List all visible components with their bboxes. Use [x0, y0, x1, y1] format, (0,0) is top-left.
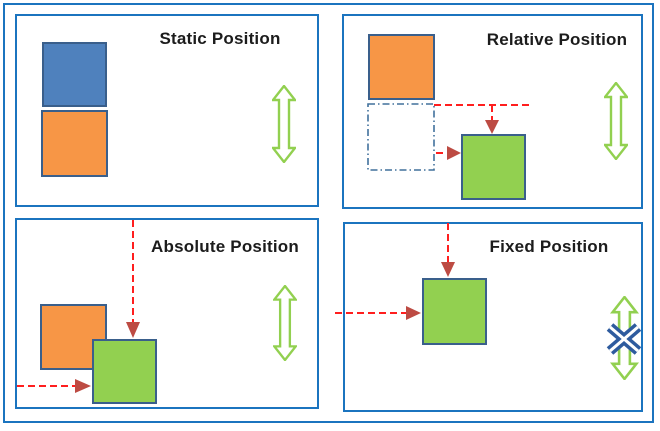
no-scroll-x-icon: [606, 323, 642, 355]
panel-absolute: [15, 218, 319, 409]
outer-frame: [3, 3, 654, 423]
relative-orange-square: [368, 34, 435, 100]
fixed-green-square: [422, 278, 487, 345]
absolute-green-square: [92, 339, 157, 404]
relative-green-square: [461, 134, 526, 200]
panel-title-absolute: Absolute Position: [151, 237, 299, 256]
static-scroll-arrow-icon: [272, 85, 296, 163]
panel-title-static: Static Position: [159, 29, 281, 48]
relative-ghost-square: [367, 103, 435, 171]
panel-fixed: [343, 222, 643, 412]
static-orange-square: [41, 110, 108, 177]
panel-title-fixed: Fixed Position: [489, 237, 609, 256]
relative-scroll-arrow-icon: [604, 82, 628, 160]
static-blue-square: [42, 42, 107, 107]
panel-title-relative: Relative Position: [486, 30, 628, 49]
absolute-scroll-arrow-icon: [273, 285, 297, 361]
